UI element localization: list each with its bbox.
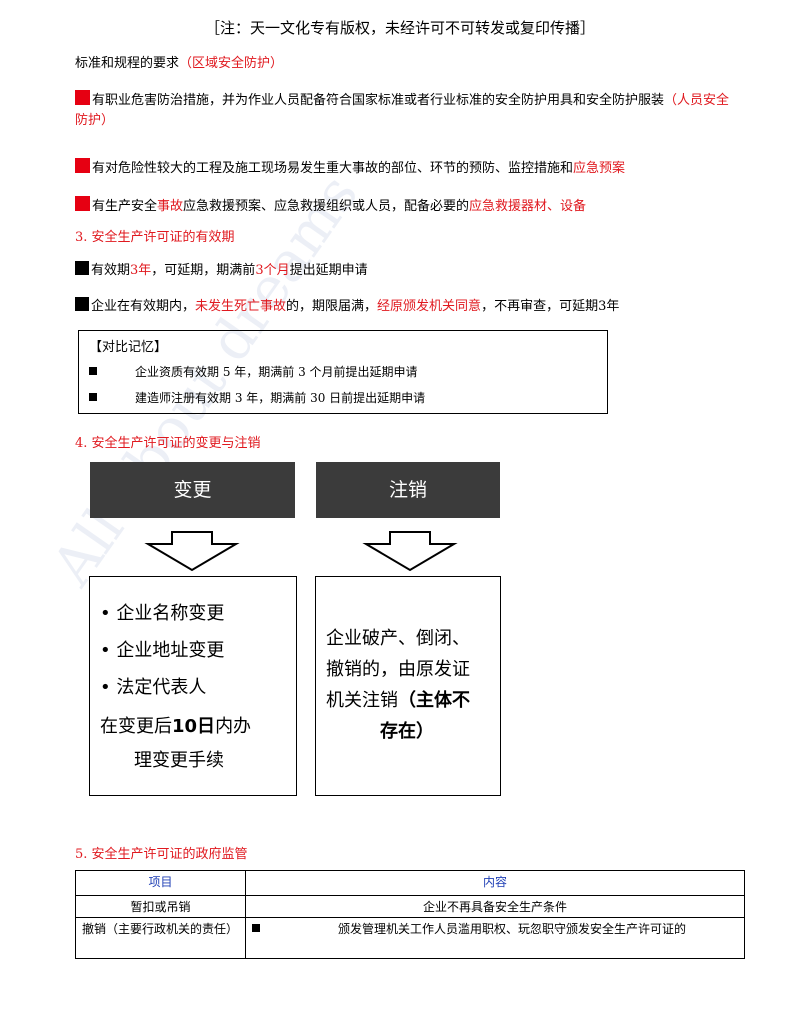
requirement-item: 企业在有效期内，未发生死亡事故的，期限届满，经原颁发机关同意，不再审查，可延期3… [75,297,619,317]
requirement-item: 有效期3年，可延期，期满前3个月提出延期申请 [75,261,368,281]
section-5-heading: 5. 安全生产许可证的政府监管 [75,847,248,862]
requirement-item: 有生产安全事故应急救援预案、应急救援组织或人员，配备必要的应急救援器材、设备 [75,196,586,217]
highlight-text: 经原颁发机关同意 [377,299,482,314]
item-text: 有效期 [91,263,131,278]
intro-line: 标准和规程的要求（区域安全防护） [75,54,283,74]
change-note-line2: 理变更手续 [134,750,224,771]
change-item: • 法定代表人 [100,677,207,698]
highlight-text: （人员安全防护） [75,93,730,128]
copyright-header: ［注：天一文化专有版权，未经许可不可转发或复印传播］ [204,19,595,37]
item-text: 企业在有效期内， [91,299,196,314]
item-text: 有职业危害防治措施，并为作业人员配备符合国家标准或者行业标准的安全防护用具和安全… [92,93,665,108]
down-arrow-icon [362,531,458,572]
bullet-square-icon [75,261,89,275]
down-arrow-icon [144,531,240,572]
item-text: 有对危险性较大的工程及施工现场易发生重大事故的部位、环节的预防、监控措施和 [92,161,574,176]
memo-title: 【对比记忆】 [89,340,168,355]
table-cell: 撤销（主要行政机关的责任） [75,917,246,959]
section-3-heading: 3. 安全生产许可证的有效期 [75,230,235,245]
cancel-header-box: 注销 [316,462,500,518]
requirement-item: 有对危险性较大的工程及施工现场易发生重大事故的部位、环节的预防、监控措施和应急预… [75,158,625,179]
bullet-square-icon [252,924,260,932]
item-text: 提出延期申请 [289,263,368,278]
bullet-square-icon [89,393,97,401]
requirement-item: 有职业危害防治措施，并为作业人员配备符合国家标准或者行业标准的安全防护用具和安全… [75,90,735,131]
change-item: • 企业地址变更 [100,640,225,661]
supervision-table: 项目 内容 暂扣或吊销 企业不再具备安全生产条件 撤销（主要行政机关的责任） 颁… [75,870,745,959]
cancel-text: 企业破产、倒闭、 撤销的，由原发证 机关注销（主体不 存在） [326,628,470,742]
section-4-heading: 4. 安全生产许可证的变更与注销 [75,436,261,451]
item-text: 应急救援预案、应急救援组织或人员，配备必要的 [183,199,470,214]
table-row: 暂扣或吊销 企业不再具备安全生产条件 [75,895,745,918]
item-text: 的，期限届满， [286,299,378,314]
change-header-box: 变更 [90,462,295,518]
highlight-text: 3年 [130,263,152,278]
bullet-square-icon [89,367,97,375]
table-cell: 颁发管理机关工作人员滥用职权、玩忽职守颁发安全生产许可证的 [245,917,745,959]
change-note: 在变更后10日内办 [100,716,252,737]
table-header-cell: 内容 [245,870,745,896]
bullet-square-icon [75,297,89,311]
highlight-text: 未发生死亡事故 [195,299,287,314]
bullet-square-icon [75,90,90,105]
intro-red-text: （区域安全防护） [179,56,284,71]
change-content-box: • 企业名称变更 • 企业地址变更 • 法定代表人 在变更后10日内办 理变更手… [89,576,297,796]
table-row: 撤销（主要行政机关的责任） 颁发管理机关工作人员滥用职权、玩忽职守颁发安全生产许… [75,917,745,959]
intro-text: 标准和规程的要求 [75,56,180,71]
item-text: ，不再审查，可延期3年 [481,299,620,314]
comparison-memo-box: 【对比记忆】 企业资质有效期 5 年，期满前 3 个月前提出延期申请 建造师注册… [78,330,608,414]
bullet-square-icon [75,196,90,211]
table-header-cell: 项目 [75,870,246,896]
item-text: 有生产安全 [92,199,158,214]
highlight-text: 事故 [157,199,184,214]
table-cell: 企业不再具备安全生产条件 [245,895,745,918]
cancel-content-box: 企业破产、倒闭、 撤销的，由原发证 机关注销（主体不 存在） [315,576,501,796]
highlight-text: 应急救援器材、设备 [469,199,587,214]
bullet-square-icon [75,158,90,173]
table-header-row: 项目 内容 [75,870,745,896]
memo-row: 企业资质有效期 5 年，期满前 3 个月前提出延期申请 [89,363,418,380]
item-text: ，可延期，期满前 [151,263,256,278]
change-item: • 企业名称变更 [100,603,225,624]
highlight-text: 应急预案 [573,161,626,176]
memo-row: 建造师注册有效期 3 年，期满前 30 日前提出延期申请 [89,389,425,406]
table-cell: 暂扣或吊销 [75,895,246,918]
highlight-text: 3个月 [255,263,290,278]
